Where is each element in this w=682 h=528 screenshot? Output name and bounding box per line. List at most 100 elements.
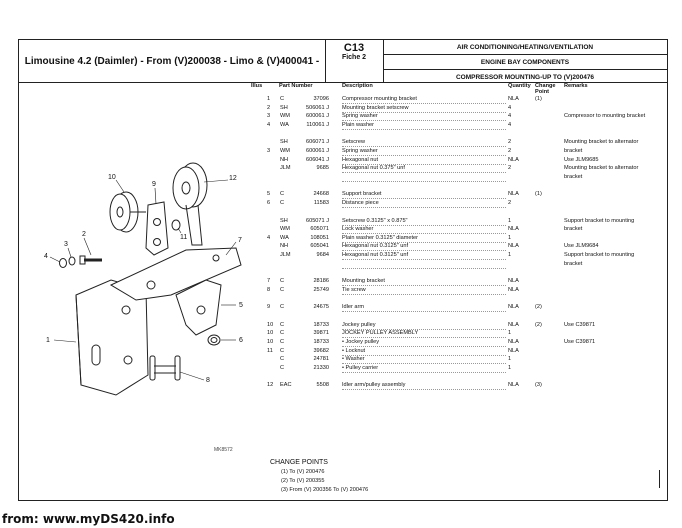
change-point: (2) [535,321,542,328]
part-description: JOCKEY PULLEY ASSEMBLY [342,330,506,339]
part-prefix: C [280,339,285,346]
part-prefix: WA [280,234,289,241]
part-description: • Pulley carrier [342,365,506,373]
part-number: 606041 J [305,156,329,163]
fiche-label: Fiche 2 [341,54,367,61]
part-description: Hexagonal nut 0.375" unf [342,165,506,174]
illus-number: 11 [267,347,273,354]
part-quantity: 4 [508,113,512,120]
part-quantity: 2 [508,165,512,172]
exploded-diagram: 1 2 3 4 5 6 7 8 9 10 11 12 [36,130,266,400]
part-quantity: NLA [508,278,519,285]
page-header: Limousine 4.2 (Daimler) - From (V)200038… [19,40,667,83]
part-remarks: Support bracket to mounting [564,251,635,258]
part-description [342,261,506,269]
part-prefix: C [280,356,285,363]
part-number: 605041 [310,243,329,250]
row-spacer [251,313,651,322]
illus-number: 12 [267,382,274,389]
col-remarks: Remarks [564,83,588,89]
callout-4: 4 [44,253,48,260]
part-quantity: NLA [508,347,519,354]
part-number: 506061 J [305,104,329,111]
part-remarks: bracket [564,260,583,267]
diagram-reference: MK8572 [214,447,233,453]
part-number: 9684 [316,251,329,258]
part-prefix: C [280,96,285,102]
row-spacer [251,295,651,304]
part-quantity: 1 [508,234,512,241]
part-prefix: C [280,321,285,328]
part-number: 606071 J [305,139,329,146]
callout-1: 1 [46,337,50,344]
part-number: 24668 [313,191,329,198]
fiche-code-box: C13 Fiche 2 [325,40,384,82]
illus-number: 8 [267,286,271,293]
change-point: (1) [535,191,542,198]
part-prefix: C [280,278,285,285]
illus-number: 7 [267,278,271,285]
callout-10: 10 [108,174,116,181]
illus-number: 10 [267,330,274,337]
part-number: 600061 J [305,147,329,154]
part-description: Spring washer [342,148,506,156]
compressor-mounting-drawing: 1 2 3 4 5 6 7 8 9 10 11 12 [44,162,243,396]
part-description: Jockey pulley [342,322,506,330]
col-part-number: Part Number [279,83,313,89]
part-description: Setscrew 0.3125" x 0.875" [342,218,506,226]
part-description: • Jockey pulley [342,339,506,348]
part-prefix: C [280,304,285,311]
part-prefix: JLM [280,251,291,258]
part-remarks: Mounting bracket to alternator [564,139,639,146]
margin-mark [659,470,660,488]
illus-number: 4 [267,121,271,128]
part-prefix: C [280,347,285,354]
part-remarks: Use JLM9685 [564,156,599,163]
change-point: (1) [535,96,542,102]
part-number: 21330 [313,364,329,371]
table-row: bracket [251,261,651,270]
part-description: • Washer [342,356,506,365]
part-prefix: SH [280,104,288,111]
illus-number: 4 [267,234,271,241]
part-quantity: 1 [508,330,512,337]
part-description: Tie screw [342,287,506,295]
illus-number: 2 [267,104,271,111]
callout-5: 5 [239,302,243,309]
col-illus: Illus [251,83,263,89]
part-prefix: C [280,191,285,198]
part-quantity: 2 [508,139,512,146]
part-prefix: SH [280,139,288,146]
change-point-2: (2) To (V) 200355 [281,478,325,484]
part-quantity: NLA [508,243,519,250]
part-remarks: bracket [564,226,583,233]
part-description: Plain washer [342,122,506,130]
part-quantity: 1 [508,356,512,363]
part-number: 108051 [310,234,329,241]
illus-number: 3 [267,113,271,120]
part-remarks: bracket [564,173,583,180]
section-title: COMPRESSOR MOUNTING-UP TO (V)200476 [455,73,595,81]
part-number: 25749 [313,286,329,293]
callout-6: 6 [239,337,243,344]
callout-9: 9 [152,181,156,188]
part-description: Distance piece [342,200,506,208]
part-description: Hexagonal nut [342,157,506,165]
part-prefix: SH [280,217,288,224]
part-description: Idler arm/pulley assembly [342,382,506,391]
vehicle-title: Limousine 4.2 (Daimler) - From (V)200038… [19,40,326,82]
row-spacer [251,182,651,191]
part-number: 24675 [313,304,329,311]
part-remarks: bracket [564,147,583,154]
